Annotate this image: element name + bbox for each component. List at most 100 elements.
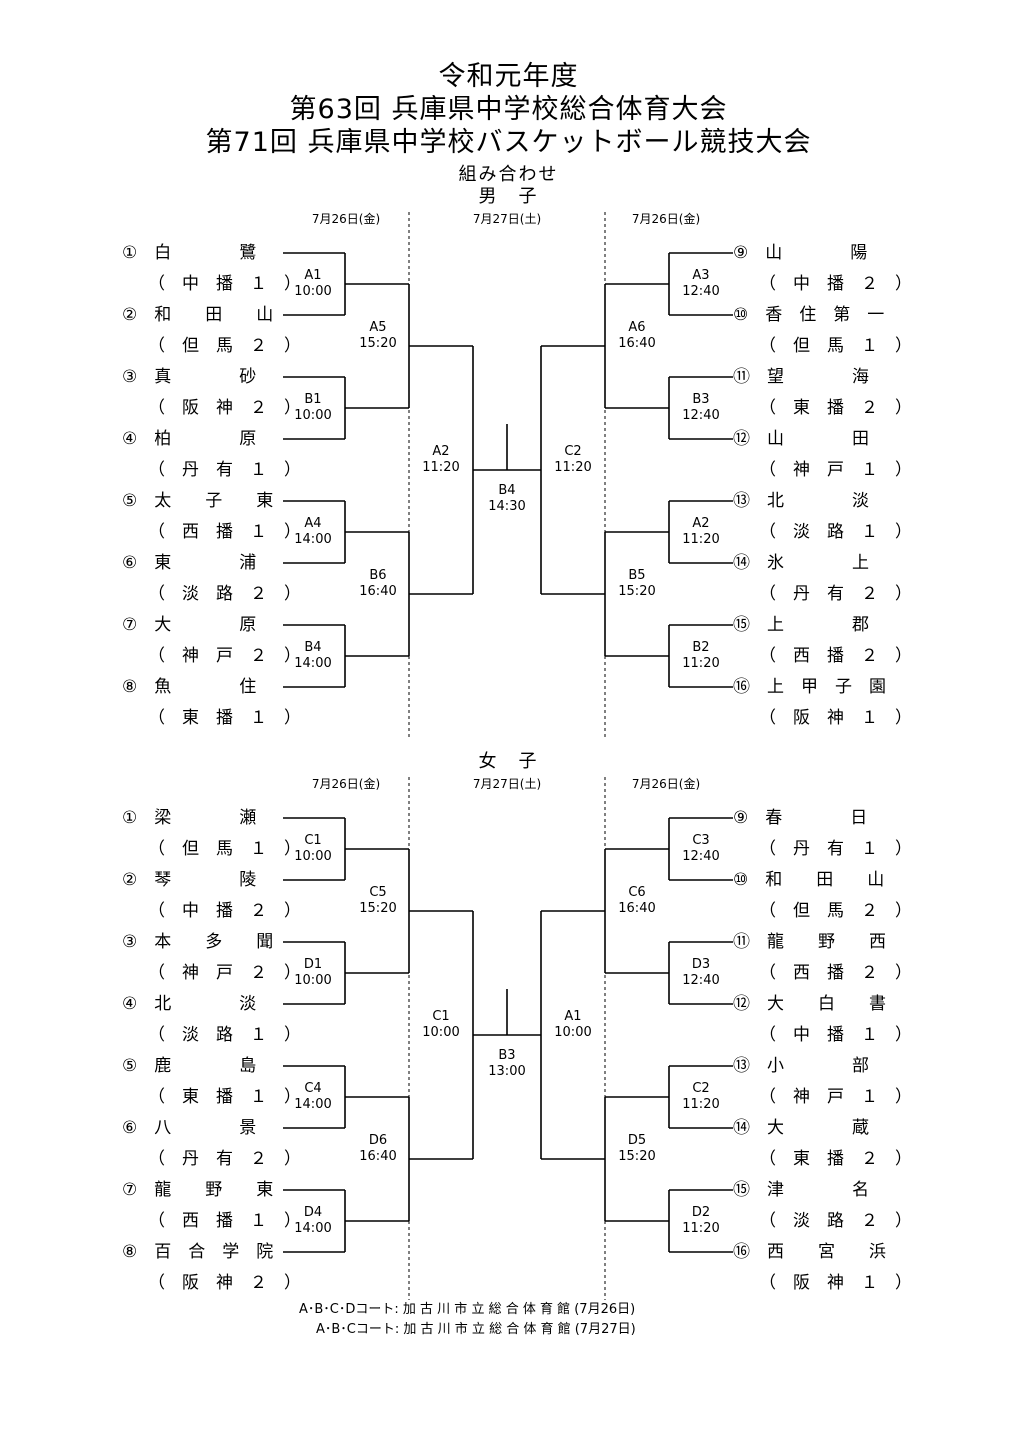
boys-date-center: 7月27日(土)	[472, 212, 542, 226]
boys-left-team-region-3: （ 阪 神 ２ ）	[148, 398, 301, 418]
girls-right-r1-game-3-id: C2	[692, 1081, 710, 1096]
boys-right-team-region-4: （ 神 戸 １ ）	[759, 460, 912, 480]
boys-final-game-time: 14:30	[488, 499, 526, 514]
girls-left-r2-game-2-time: 16:40	[359, 1149, 397, 1164]
girls-left-r2-game-2-id: D6	[368, 1133, 388, 1148]
boys-date-right: 7月26日(金)	[631, 212, 701, 226]
boys-right-team-region-2: （ 但 馬 １ ）	[759, 336, 912, 356]
girls-right-r1-game-2-time: 12:40	[682, 973, 720, 988]
girls-right-team-3: ⑪ 龍 野 西	[733, 932, 886, 952]
title-line2: 第63回 兵庫県中学校総合体育大会	[289, 94, 728, 125]
girls-right-team-region-4: （ 中 播 １ ）	[759, 1025, 912, 1045]
boys-right-r1-game-3-time: 11:20	[682, 532, 720, 547]
boys-right-team-region-6: （ 丹 有 ２ ）	[759, 584, 912, 604]
girls-right-r3-game-time: 10:00	[554, 1025, 592, 1040]
boys-left-team-region-7: （ 神 戸 ２ ）	[148, 646, 301, 666]
boys-right-r1-game-2-id: B3	[692, 392, 710, 407]
boys-right-team-3: ⑪ 望 海	[733, 367, 869, 387]
girls-left-team-region-3: （ 神 戸 ２ ）	[148, 963, 301, 983]
girls-left-r2-game-1-id: C5	[369, 885, 387, 900]
girls-right-r2-game-2-time: 15:20	[618, 1149, 656, 1164]
boys-right-r1-game-4-id: B2	[692, 640, 710, 655]
girls-left-team-region-7: （ 西 播 １ ）	[148, 1211, 301, 1231]
boys-right-team-region-5: （ 淡 路 １ ）	[759, 522, 912, 542]
girls-left-r1-game-1-time: 10:00	[294, 849, 332, 864]
boys-left-r2-game-1-id: A5	[369, 320, 387, 335]
girls-left-team-region-5: （ 東 播 １ ）	[148, 1087, 301, 1107]
girls-left-r1-game-3-id: C4	[304, 1081, 322, 1096]
boys-left-r3-game-time: 11:20	[422, 460, 460, 475]
boys-right-r2-game-2-time: 15:20	[618, 584, 656, 599]
girls-right-team-region-1: （ 丹 有 １ ）	[759, 839, 912, 859]
boys-left-team-region-2: （ 但 馬 ２ ）	[148, 336, 301, 356]
boys-left-r1-game-3-id: A4	[304, 516, 322, 531]
girls-left-team-3: ③ 本 多 聞	[122, 932, 274, 952]
boys-left-r1-game-4-id: B4	[304, 640, 322, 655]
girls-left-team-4: ④ 北 淡	[122, 994, 257, 1014]
boys-left-team-region-8: （ 東 播 １ ）	[148, 708, 301, 728]
girls-right-r2-game-1-time: 16:40	[618, 901, 656, 916]
boys-left-r1-game-2-id: B1	[304, 392, 322, 407]
girls-left-team-region-8: （ 阪 神 ２ ）	[148, 1273, 301, 1293]
girls-right-r1-game-4-id: D2	[691, 1205, 711, 1220]
boys-left-r1-game-1-id: A1	[304, 268, 322, 283]
girls-right-r2-game-2-id: D5	[627, 1133, 647, 1148]
boys-right-r1-game-1-time: 12:40	[682, 284, 720, 299]
girls-left-team-1: ① 梁 瀬	[122, 808, 257, 828]
boys-right-r2-game-1-id: A6	[628, 320, 646, 335]
boys-right-team-region-8: （ 阪 神 １ ）	[759, 708, 912, 728]
girls-right-team-2: ⑩ 和 田 山	[733, 870, 885, 890]
girls-right-team-5: ⑬ 小 部	[733, 1056, 869, 1076]
girls-final-game-id: B3	[498, 1048, 516, 1063]
boys-right-team-region-7: （ 西 播 ２ ）	[759, 646, 912, 666]
boys-left-team-5: ⑤ 太 子 東	[122, 491, 274, 511]
boys-left-team-1: ① 白 鷺	[122, 243, 257, 263]
boys-right-r1-game-3-id: A2	[692, 516, 710, 531]
girls-right-r1-game-4-time: 11:20	[682, 1221, 720, 1236]
girls-left-team-region-2: （ 中 播 ２ ）	[148, 901, 301, 921]
footer-line1: A･B･C･Dコート: 加 古 川 市 立 総 合 体 育 館 (7月26日)	[299, 1302, 636, 1317]
boys-left-team-region-5: （ 西 播 １ ）	[148, 522, 301, 542]
girls-right-r1-game-1-time: 12:40	[682, 849, 720, 864]
boys-right-r1-game-4-time: 11:20	[682, 656, 720, 671]
boys-right-team-1: ⑨ 山 陽	[733, 243, 868, 263]
boys-left-team-region-6: （ 淡 路 ２ ）	[148, 584, 301, 604]
girls-left-r1-game-2-id: D1	[303, 957, 323, 972]
boys-right-r2-game-2-id: B5	[628, 568, 646, 583]
girls-date-left: 7月26日(金)	[311, 777, 381, 791]
girls-left-team-region-6: （ 丹 有 ２ ）	[148, 1149, 301, 1169]
title-line3: 第71回 兵庫県中学校バスケットボール競技大会	[205, 127, 812, 158]
boys-right-r1-game-1-id: A3	[692, 268, 710, 283]
boys-right-r3-game-id: C2	[564, 444, 582, 459]
girls-right-r1-game-1-id: C3	[692, 833, 710, 848]
girls-left-team-5: ⑤ 鹿 島	[122, 1056, 257, 1076]
boys-left-r2-game-2-time: 16:40	[359, 584, 397, 599]
boys-left-team-6: ⑥ 東 浦	[122, 553, 257, 573]
boys-right-team-region-3: （ 東 播 ２ ）	[759, 398, 912, 418]
boys-right-team-region-1: （ 中 播 ２ ）	[759, 274, 912, 294]
boys-left-team-8: ⑧ 魚 住	[122, 677, 257, 697]
boys-left-team-7: ⑦ 大 原	[122, 615, 257, 635]
boys-left-r2-game-2-id: B6	[369, 568, 387, 583]
girls-date-center: 7月27日(土)	[472, 777, 542, 791]
girls-right-team-region-2: （ 但 馬 ２ ）	[759, 901, 912, 921]
girls-right-team-4: ⑫ 大 白 書	[733, 994, 886, 1014]
girls-right-team-region-3: （ 西 播 ２ ）	[759, 963, 912, 983]
girls-date-right: 7月26日(金)	[631, 777, 701, 791]
boys-right-team-4: ⑫ 山 田	[733, 429, 869, 449]
girls-left-team-7: ⑦ 龍 野 東	[122, 1180, 274, 1200]
boys-right-r3-game-time: 11:20	[554, 460, 592, 475]
boys-left-r1-game-4-time: 14:00	[294, 656, 332, 671]
boys-right-team-5: ⑬ 北 淡	[733, 491, 869, 511]
boys-left-r1-game-1-time: 10:00	[294, 284, 332, 299]
title-line1: 令和元年度	[438, 61, 579, 92]
girls-right-team-6: ⑭ 大 蔵	[733, 1118, 869, 1138]
girls-left-r3-game-time: 10:00	[422, 1025, 460, 1040]
girls-left-r1-game-2-time: 10:00	[294, 973, 332, 988]
footer-line2: A･B･Cコート: 加 古 川 市 立 総 合 体 育 館 (7月27日)	[316, 1322, 636, 1337]
subtitle: 組み合わせ	[458, 164, 559, 185]
girls-label: 女 子	[478, 751, 539, 772]
boys-right-r2-game-1-time: 16:40	[618, 336, 656, 351]
girls-right-r3-game-id: A1	[564, 1009, 582, 1024]
